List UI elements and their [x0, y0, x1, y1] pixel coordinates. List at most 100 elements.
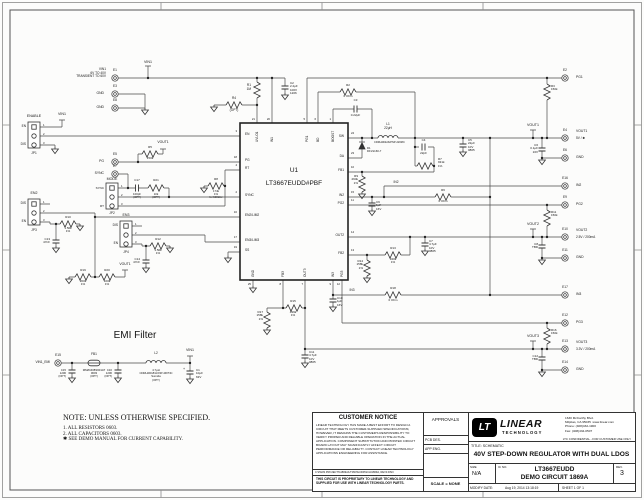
jp4-pin1-num: 1: [135, 222, 137, 226]
demo-circuit: DEMO CIRCUIT 1869A: [520, 474, 589, 481]
size-label: SIZE: [470, 465, 477, 469]
company-address: 1630 McCarthy Blvd. Milpitas, CA 95035 w…: [565, 416, 615, 433]
jp4-title: EN3: [122, 213, 130, 217]
pin-in2: IN2: [339, 192, 344, 197]
r17-label: R17 158k 1%: [256, 310, 263, 321]
tb-divider: [423, 413, 424, 491]
r18-value: 0 Ohm: [388, 297, 398, 302]
emi-filter-title: EMI Filter: [113, 330, 157, 341]
pin-pg2: PG2: [337, 200, 344, 205]
vout3-flag: VOUT3: [527, 334, 539, 338]
ic-ref: U1: [289, 167, 299, 174]
jp1-vin1-flag: VIN1: [58, 112, 66, 116]
jp4-en-label: EN: [113, 240, 118, 245]
c4-value: 22pF: [420, 151, 427, 155]
pin-boost: BOOST: [331, 130, 335, 142]
pin-fb3: FB3: [281, 271, 285, 277]
note-items: 1. ALL RESISTORS 0603. 2. ALL CAPACITORS…: [63, 426, 183, 443]
l1-label: L1 22μH: [384, 122, 392, 130]
part-number: LT3667EUDD: [534, 465, 575, 473]
l2-ref: L2: [154, 351, 158, 355]
r20-value: 100k 1%: [103, 279, 111, 287]
file-path: C:\PADS PROJECTS\1869A\LT3667EUDD\SCH\18…: [315, 470, 394, 474]
rev-value: 3: [620, 470, 624, 477]
pin-num-17: 17: [233, 235, 237, 239]
c9-label: C9 1μF 16V: [376, 200, 382, 211]
jp4-pin2-num: 2: [135, 231, 137, 235]
r5-value: 150k: [146, 156, 154, 160]
pin-out3: OUT3: [303, 268, 307, 277]
pin-num-10: 10: [351, 165, 355, 169]
r21-ref: R21: [153, 178, 159, 182]
e5-ref: E5: [113, 151, 117, 156]
e8-label: GND: [96, 104, 104, 109]
e7-ref: E7: [113, 163, 117, 168]
ic-body: [239, 122, 349, 281]
in3-net-label: IN3: [349, 287, 355, 292]
pin-num-7: 7: [301, 282, 303, 286]
e12-label: PG3: [576, 319, 583, 324]
vin1-flag-label: VIN1: [144, 60, 152, 64]
icno-label: IC NO.: [498, 465, 508, 469]
pin-out2: OUT2: [335, 232, 344, 237]
r13-value: 340k 1%: [389, 257, 397, 265]
pin-sync: SYNC: [245, 192, 254, 197]
r19-value: 200k 1%: [79, 279, 87, 287]
jumper-headers: [27, 121, 133, 248]
brand-name: LINEAR: [500, 418, 543, 430]
jp1-en-label: EN: [21, 123, 26, 128]
jp3-en-label: EN: [21, 218, 26, 223]
e2-ref: E2: [563, 67, 567, 72]
jp1-ref: JP1: [31, 151, 37, 155]
e12-ref: E12: [562, 312, 568, 317]
r12-value: 1.50k 1%: [154, 248, 162, 256]
r10-value: 1.50k 1%: [64, 226, 72, 234]
jp2-rt-label: RT: [100, 203, 104, 208]
pin-en3lim3: EN3/LIM3: [245, 237, 260, 242]
e4-label: VOUT1: [576, 129, 588, 133]
e11-ref: E11: [562, 247, 568, 252]
r19-ref: R19: [80, 267, 86, 272]
jp1-pin2-num: 2: [43, 132, 45, 136]
ic-part: LT3667EUDD#PBF: [265, 180, 323, 187]
r5-ref: R5: [148, 145, 152, 149]
pin-pg1: PG1: [305, 135, 309, 142]
pin-sw: SW: [338, 133, 344, 138]
e4-rating: 5V / ✱: [576, 136, 586, 140]
jp2-title: MODE: [106, 177, 118, 181]
vout1-flag1: VOUT1: [527, 123, 539, 127]
customer-notice-title: CUSTOMER NOTICE: [338, 415, 398, 421]
app-eng-label: APP ENG.: [425, 446, 441, 451]
c5-label: C5 22μF 10V 0805: [468, 138, 475, 153]
e8-ref: E8: [113, 97, 117, 102]
e4-ref: E4: [563, 127, 567, 132]
pin-rt: RT: [245, 165, 250, 170]
customer-notice-body: LINEAR TECHNOLOGY HAS MADE A BEST EFFORT…: [316, 423, 416, 455]
e14-ref: E14: [562, 359, 568, 364]
pin-num-2: 2: [235, 190, 237, 194]
pin-num-4: 4: [235, 163, 237, 167]
r3-label: R3 150k: [551, 84, 558, 92]
r18-ref: R18: [390, 286, 396, 290]
jp2-pin2-num: 2: [121, 193, 123, 197]
jp4-pin3-num: 3: [135, 240, 137, 244]
c15-label: C15 1206 (OPT): [58, 368, 66, 379]
jp3-dis-label: DIS: [20, 200, 26, 205]
c17-ref: C17: [134, 178, 140, 182]
c12-label: C12 TBD: [532, 354, 538, 362]
tb-line: [468, 483, 635, 484]
pin-en2lim2: EN2/LIM2: [245, 212, 260, 217]
vout1-flag2: VOUT1: [157, 140, 169, 144]
jp2-sync-label: SYNC: [95, 185, 104, 190]
e16-ref: E16: [562, 175, 568, 180]
jp1-pin1-num: 1: [43, 123, 45, 127]
sheet-number: SHEET 1 OF 1: [562, 485, 584, 490]
approvals-title: APPROVALS: [431, 417, 460, 422]
pin-fb1: FB1: [338, 167, 344, 172]
component-symbols: [51, 81, 551, 385]
tb-divider: [495, 463, 496, 483]
e9-ref: E9: [563, 194, 567, 199]
pin-num-6: 6: [314, 116, 316, 121]
jp1-title: ENABLE: [26, 114, 42, 118]
